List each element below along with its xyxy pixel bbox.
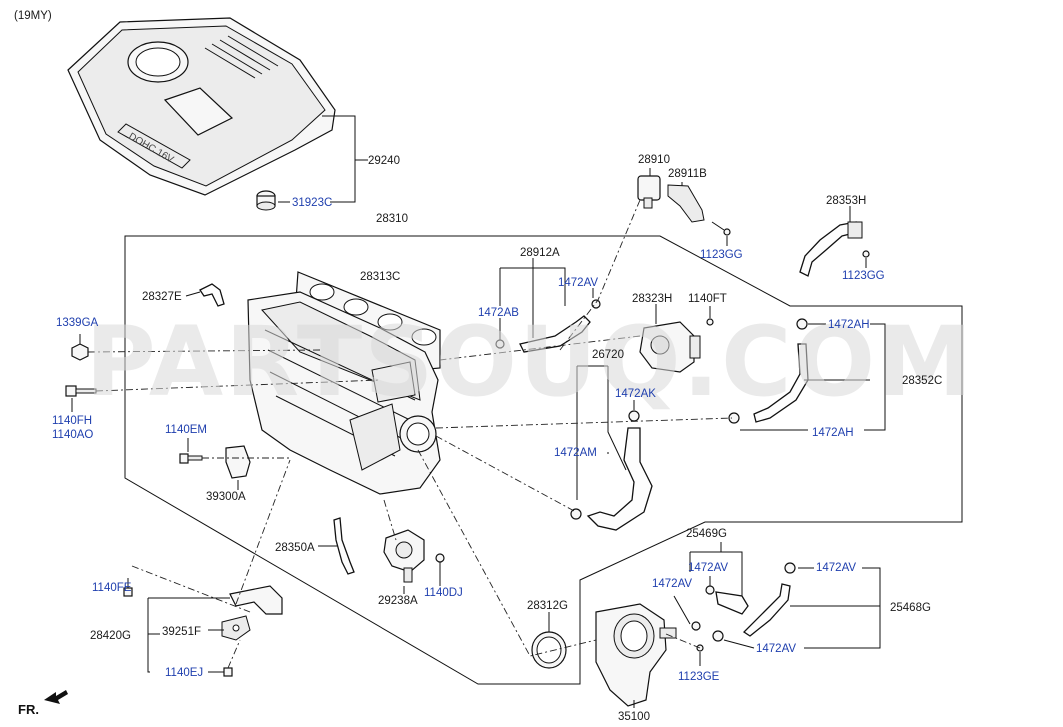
leader-28912A bbox=[499, 258, 566, 338]
part-label-1123GG-upper[interactable]: 1123GG bbox=[700, 249, 743, 261]
centerline-hose-h bbox=[435, 417, 733, 429]
sensor-28910-illustration bbox=[637, 175, 705, 223]
part-label-1140FH[interactable]: 1140FH bbox=[52, 415, 92, 427]
part-label-28313C: 28313C bbox=[360, 271, 400, 283]
part-label-1140FT: 1140FT bbox=[688, 293, 727, 305]
part-label-31923C[interactable]: 31923C bbox=[292, 197, 332, 209]
leader-25469G bbox=[673, 542, 743, 625]
part-label-39300A: 39300A bbox=[206, 491, 246, 503]
part-label-1472AV-lower[interactable]: 1472AV bbox=[756, 643, 796, 655]
pcv-pipe-28353H-illustration bbox=[799, 221, 863, 277]
part-label-1123GE[interactable]: 1123GE bbox=[678, 671, 720, 683]
part-label-29238A: 29238A bbox=[378, 595, 418, 607]
part-label-28310: 28310 bbox=[376, 213, 408, 225]
hose-25468G-illustration bbox=[712, 562, 796, 642]
sensor-39300A-illustration bbox=[225, 445, 251, 479]
bolt-1140EM-illustration bbox=[179, 453, 203, 464]
part-label-1140AO[interactable]: 1140AO bbox=[52, 429, 93, 441]
part-label-28353H: 28353H bbox=[826, 195, 866, 207]
part-label-1472AH-lower[interactable]: 1472AH bbox=[812, 427, 854, 439]
oil-cap-illustration bbox=[256, 190, 276, 211]
part-label-29240: 29240 bbox=[368, 155, 400, 167]
part-label-1140DJ[interactable]: 1140DJ bbox=[424, 587, 463, 599]
part-label-25468G: 25468G bbox=[890, 602, 931, 614]
part-label-1472AV-mid[interactable]: 1472AV bbox=[688, 562, 728, 574]
part-label-28911B: 28911B bbox=[668, 168, 707, 180]
part-label-28912A: 28912A bbox=[520, 247, 560, 259]
part-label-28327E: 28327E bbox=[142, 291, 182, 303]
leader-25468G bbox=[723, 567, 881, 649]
hose-28350A-illustration bbox=[333, 517, 355, 575]
leader-28420G bbox=[147, 597, 230, 673]
part-label-1472AB[interactable]: 1472AB bbox=[478, 307, 519, 319]
part-label-1472AK[interactable]: 1472AK bbox=[615, 388, 656, 400]
centerline-1123GE bbox=[665, 633, 701, 649]
part-label-1472AV-upper[interactable]: 1472AV bbox=[558, 277, 598, 289]
part-label-1472AV-right[interactable]: 1472AV bbox=[816, 562, 856, 574]
engine-cover-illustration: DOHC 16V bbox=[67, 17, 336, 196]
front-arrow-icon bbox=[44, 690, 68, 704]
leader-28352C bbox=[740, 323, 886, 431]
part-label-1140EM[interactable]: 1140EM bbox=[165, 424, 207, 436]
part-label-1339GA[interactable]: 1339GA bbox=[56, 317, 99, 329]
part-label-1472AV-left[interactable]: 1472AV bbox=[652, 578, 692, 590]
model-year-label: (19MY) bbox=[14, 10, 52, 22]
part-label-1472AM[interactable]: 1472AM bbox=[554, 447, 597, 459]
centerline-1140EJ bbox=[227, 639, 241, 669]
centerline-bracket bbox=[235, 459, 291, 605]
hose-28352C-illustration bbox=[728, 318, 809, 424]
valve-29238A-illustration bbox=[383, 529, 425, 583]
centerline-1140FH bbox=[95, 379, 381, 392]
part-label-28420G: 28420G bbox=[90, 630, 131, 642]
throttle-body-illustration bbox=[595, 603, 677, 707]
throttle-gasket-illustration bbox=[531, 631, 567, 669]
part-label-28312G: 28312G bbox=[527, 600, 568, 612]
part-label-25469G: 25469G bbox=[686, 528, 727, 540]
centerline-1140FE bbox=[131, 565, 251, 613]
leader-29240 bbox=[322, 115, 368, 203]
centerline-throttle bbox=[417, 449, 597, 657]
part-label-35100: 35100 bbox=[618, 711, 650, 723]
valve-28323H-illustration bbox=[639, 321, 701, 373]
part-label-28350A: 28350A bbox=[275, 542, 315, 554]
part-label-28910: 28910 bbox=[638, 154, 670, 166]
part-label-39251F: 39251F bbox=[162, 626, 201, 638]
part-label-26720: 26720 bbox=[592, 349, 624, 361]
centerline-valve bbox=[439, 335, 641, 361]
part-label-1140FE[interactable]: 1140FE bbox=[92, 582, 132, 594]
centerline-sensor bbox=[559, 199, 641, 351]
part-label-1472AH-upper[interactable]: 1472AH bbox=[828, 319, 870, 331]
intake-manifold-illustration bbox=[247, 291, 441, 495]
watermark: PARTSOUQ.COM bbox=[85, 306, 974, 418]
centerline-29238A bbox=[383, 499, 397, 541]
centerline-1339GA bbox=[87, 349, 321, 353]
part-label-1123GG-right[interactable]: 1123GG bbox=[842, 270, 885, 282]
part-label-28323H: 28323H bbox=[632, 293, 672, 305]
assembly-outline bbox=[124, 235, 963, 685]
front-direction-label: FR. bbox=[18, 702, 39, 717]
centerline-26720 bbox=[435, 435, 577, 513]
bracket-28420G-illustration bbox=[221, 585, 283, 641]
part-label-1140EJ[interactable]: 1140EJ bbox=[165, 667, 203, 679]
bolt-1140EJ-illustration bbox=[223, 667, 233, 677]
hose-26720-illustration bbox=[570, 410, 653, 531]
part-label-28352C: 28352C bbox=[902, 375, 942, 387]
hose-25469G-illustration bbox=[691, 585, 749, 631]
hose-28327E-illustration bbox=[199, 283, 225, 307]
